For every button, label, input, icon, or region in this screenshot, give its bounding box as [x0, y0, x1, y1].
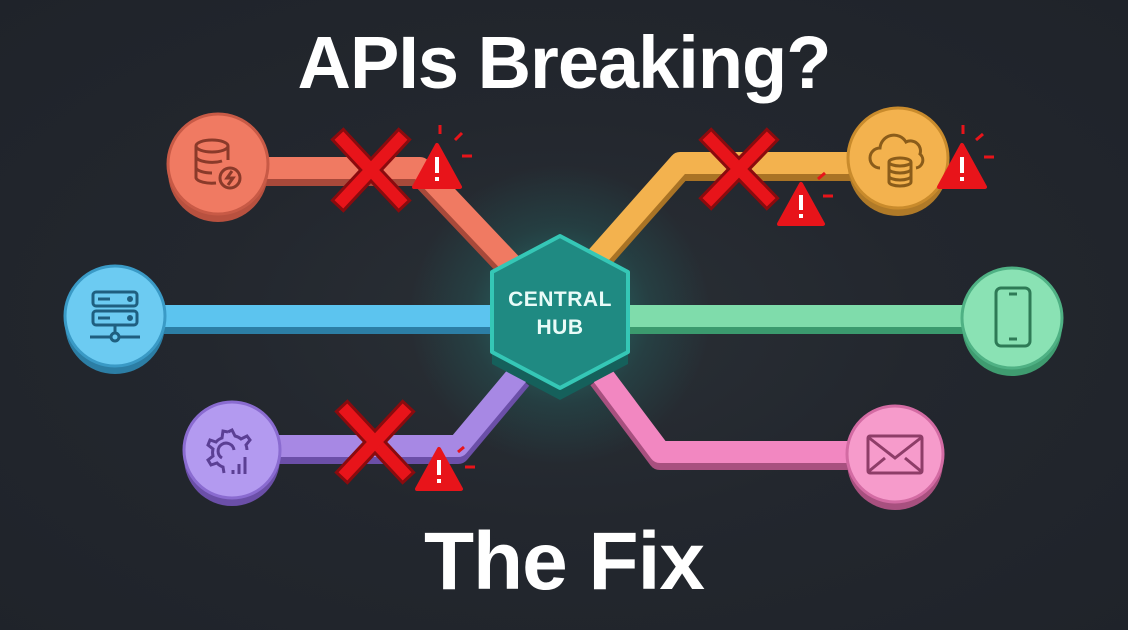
warning-icon-cloud-node — [937, 125, 994, 189]
subheadline: The Fix — [423, 516, 705, 607]
connector-server — [115, 305, 500, 334]
connector-cloud-storage — [587, 152, 900, 272]
node-server[interactable] — [63, 264, 167, 374]
smartphone-icon — [994, 286, 1032, 348]
break-x-icon-cloud-storage — [698, 127, 780, 211]
node-cloud-storage[interactable] — [846, 106, 950, 216]
headline: APIs Breaking? — [297, 21, 832, 104]
envelope-icon — [866, 434, 924, 475]
cloud-database-icon — [868, 133, 925, 188]
connector-email — [590, 365, 900, 470]
connector-mobile — [620, 305, 1010, 334]
central-hub[interactable] — [490, 234, 630, 400]
hub-label-line2: HUB — [536, 316, 584, 339]
warning-icon-cloud-link — [777, 171, 833, 226]
hub-label-line1: CENTRAL — [508, 288, 612, 311]
break-x-icon-analytics — [334, 399, 416, 485]
server-network-icon — [90, 290, 140, 343]
break-x-icon-database — [330, 127, 412, 213]
node-database[interactable] — [166, 112, 270, 222]
node-email[interactable] — [845, 404, 945, 510]
node-mobile[interactable] — [960, 266, 1064, 376]
database-bolt-icon — [194, 138, 242, 190]
gear-analytics-icon — [206, 427, 252, 474]
hub-label: CENTRAL HUB — [488, 286, 632, 342]
warning-icon-analytics — [415, 445, 475, 491]
warning-icon-database — [412, 125, 472, 189]
node-analytics[interactable] — [182, 400, 282, 506]
